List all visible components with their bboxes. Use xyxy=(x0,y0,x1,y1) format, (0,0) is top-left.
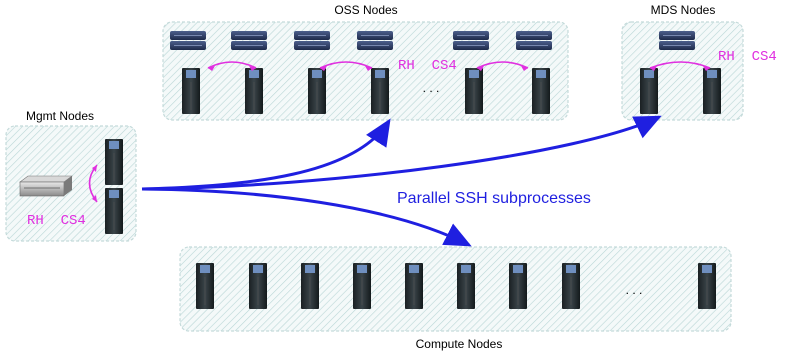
storage-array-icon xyxy=(516,31,552,50)
server-icon xyxy=(182,68,200,114)
failover-arrowheads xyxy=(92,66,710,202)
server-icon xyxy=(245,68,263,114)
server-icon xyxy=(532,68,550,114)
server-icon xyxy=(698,263,716,309)
ssh-arrows xyxy=(141,115,662,247)
server-icon xyxy=(249,263,267,309)
oss-failover-label: RH CS4 xyxy=(398,58,457,74)
server-icon xyxy=(405,263,423,309)
server-icon xyxy=(509,263,527,309)
mgmt-storage-box-icon xyxy=(19,175,73,197)
ssh-arrow-to-compute xyxy=(141,187,472,247)
server-icon xyxy=(308,68,326,114)
server-icon xyxy=(105,188,123,234)
failover-arc xyxy=(649,61,711,69)
mds-failover-label: RH CS4 xyxy=(718,49,777,65)
compute-group-label: Compute Nodes xyxy=(416,337,503,351)
server-icon xyxy=(196,263,214,309)
compute-ellipsis: . . . xyxy=(626,283,643,297)
failover-arc xyxy=(476,61,529,69)
oss-ellipsis: . . . xyxy=(423,81,440,95)
failover-arcs xyxy=(88,61,711,203)
ssh-arrow-to-oss xyxy=(141,118,391,191)
oss-storage-arrays xyxy=(170,31,695,50)
storage-array-icon xyxy=(170,31,206,50)
mds-servers xyxy=(640,68,721,114)
server-icon xyxy=(562,263,580,309)
server-icon xyxy=(371,68,389,114)
server-icon xyxy=(703,68,721,114)
compute-servers xyxy=(196,263,716,309)
oss-group-label: OSS Nodes xyxy=(334,3,397,17)
storage-array-icon xyxy=(453,31,489,50)
failover-arc xyxy=(207,61,257,69)
ssh-label: Parallel SSH subprocesses xyxy=(397,190,591,207)
storage-array-icon xyxy=(231,31,267,50)
storage-array-icon xyxy=(357,31,393,50)
failover-arc xyxy=(319,61,373,69)
server-icon xyxy=(640,68,658,114)
storage-array-icon xyxy=(659,31,695,50)
mgmt-group-label: Mgmt Nodes xyxy=(26,109,94,123)
server-icon xyxy=(465,68,483,114)
server-icon xyxy=(105,139,123,185)
server-icon xyxy=(301,263,319,309)
server-icon xyxy=(353,263,371,309)
oss-servers xyxy=(182,68,550,114)
server-icon xyxy=(457,263,475,309)
mds-group-label: MDS Nodes xyxy=(651,3,716,17)
mgmt-failover-label: RH CS4 xyxy=(27,213,86,229)
storage-array-icon xyxy=(294,31,330,50)
ssh-arrow-to-mds xyxy=(141,115,662,191)
